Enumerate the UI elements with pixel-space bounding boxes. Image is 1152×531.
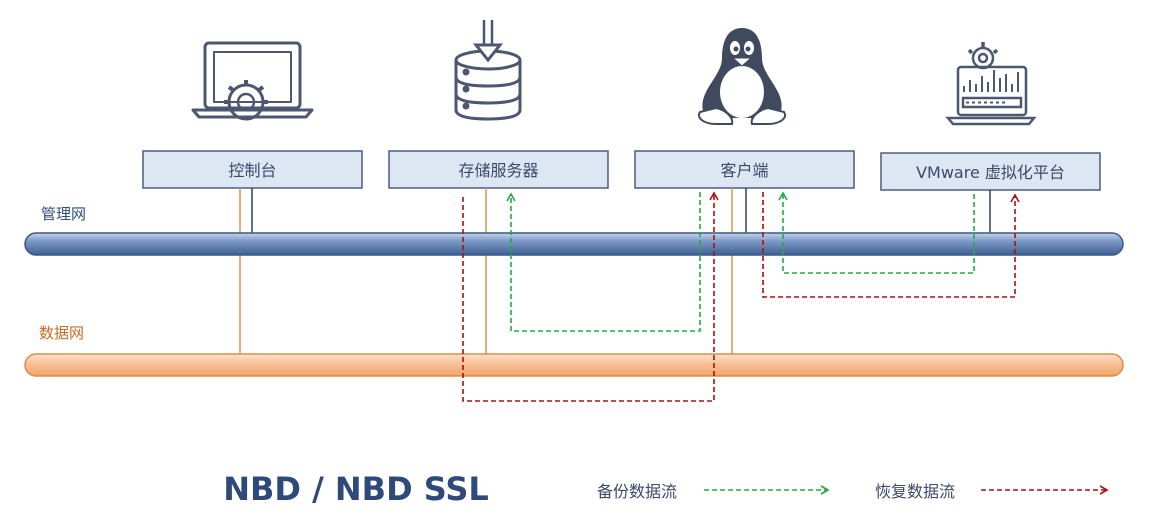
legend: 备份数据流 恢复数据流 (597, 482, 1109, 501)
restore-flow-client-vmware (762, 192, 1020, 298)
storage-node: 存储服务器 (388, 150, 609, 189)
database-download-icon (454, 20, 522, 121)
management-network: 管理网 (24, 205, 1124, 256)
backup-flows (506, 191, 975, 332)
diagram-title: NBD / NBD SSL (223, 470, 489, 508)
backup-flow-client-storage (506, 192, 701, 332)
legend-backup-label: 备份数据流 (597, 482, 677, 501)
data-network-label: 数据网 (39, 324, 84, 342)
management-network-label: 管理网 (41, 205, 86, 223)
client-label: 客户端 (720, 161, 768, 180)
vmware-node: VMware 虚拟化平台 (880, 152, 1101, 191)
console-node: 控制台 (142, 150, 363, 189)
management-connectors (251, 188, 991, 234)
laptop-gear-icon (191, 41, 314, 121)
vmware-label: VMware 虚拟化平台 (916, 163, 1065, 182)
data-network: 数据网 (24, 324, 1124, 377)
client-node: 客户端 (634, 150, 855, 189)
legend-restore-label: 恢复数据流 (875, 482, 955, 501)
linux-penguin-icon (698, 28, 786, 125)
restore-flows (462, 191, 1020, 402)
data-connectors (239, 188, 733, 354)
console-label: 控制台 (228, 161, 276, 180)
laptop-chart-gear-icon (945, 42, 1037, 126)
storage-label: 存储服务器 (458, 161, 538, 180)
restore-flow-storage-client (462, 191, 719, 402)
